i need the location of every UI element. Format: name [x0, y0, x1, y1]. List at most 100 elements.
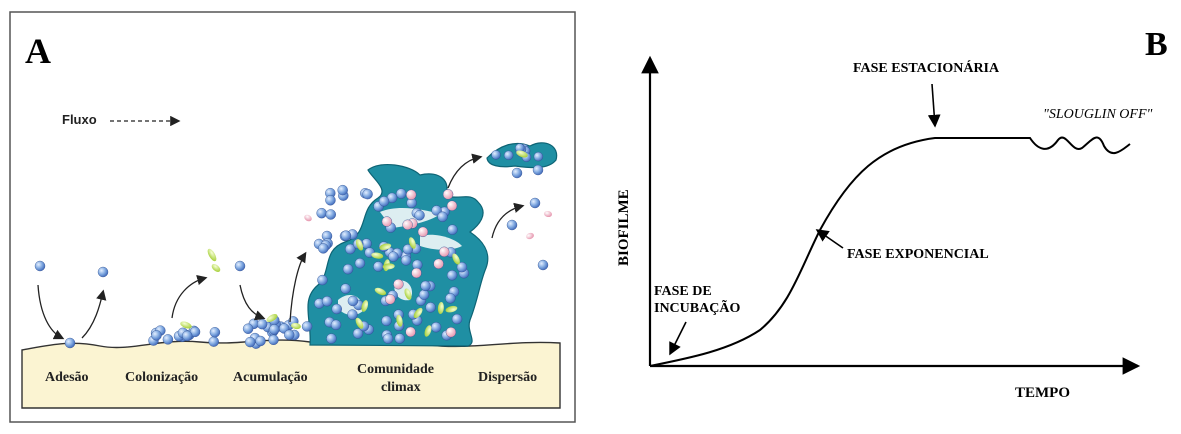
community-cell	[430, 322, 442, 333]
flow-label: Fluxo	[62, 112, 97, 127]
adhered-cell	[64, 337, 76, 349]
bacterium-rod	[207, 248, 217, 262]
community-cell	[382, 333, 394, 344]
community-cell	[321, 296, 333, 307]
community-cell	[373, 261, 384, 272]
adhesion-arrow-up	[81, 289, 107, 339]
community-cell	[317, 274, 328, 286]
community-cell	[354, 258, 366, 269]
adhesion-arrow-down	[37, 284, 65, 340]
colonization-arrow	[171, 274, 208, 319]
community-cell	[345, 243, 356, 255]
bacterial-cells	[34, 143, 552, 349]
community-cell	[400, 255, 412, 266]
bacterium-rod	[408, 237, 416, 249]
community-cell	[446, 270, 458, 281]
bacterium-rod	[437, 302, 444, 315]
bacterium-rod	[413, 307, 423, 319]
community-cell	[411, 267, 422, 279]
community-cell	[417, 226, 429, 238]
community-cell	[437, 211, 448, 222]
exponential-phase-label: FASE EXPONENCIAL	[847, 247, 989, 262]
community-cell	[394, 333, 405, 344]
community-cell	[405, 326, 416, 338]
bacterium-rod	[291, 322, 301, 330]
bacterium-rod	[361, 300, 369, 312]
colony-cell	[162, 334, 174, 345]
bacterium-rod	[379, 243, 392, 250]
substrate-surface	[21, 339, 561, 409]
community-cell	[433, 258, 444, 270]
dispersed-cell	[533, 151, 544, 162]
community-cell	[425, 302, 436, 313]
x-axis-label: TEMPO	[1015, 385, 1070, 401]
incubation-phase-label-line2: INCUBAÇÃO	[654, 298, 740, 316]
dispersal-arrow-1	[447, 153, 483, 189]
free-cell	[506, 219, 518, 231]
dispersed-cell	[491, 150, 501, 160]
community-cell	[418, 289, 430, 300]
accumulation-cell	[269, 324, 280, 335]
dispersed-cell	[503, 150, 514, 161]
community-cell	[420, 280, 431, 292]
panel-a-letter: A	[25, 31, 51, 71]
sloughing-label: "SLOUGLIN OFF"	[1043, 107, 1152, 122]
growth-curve	[649, 136, 1131, 367]
community-cell	[442, 189, 454, 200]
community-cell	[330, 319, 342, 331]
stationary-phase-label: FASE ESTACIONÁRIA	[853, 59, 1000, 76]
bacterium-rod	[526, 232, 534, 240]
bacterium-rod	[371, 252, 384, 259]
colony-cell	[182, 330, 193, 342]
panel-a: A Fluxo Adesão	[9, 11, 576, 423]
colony-cell	[208, 336, 219, 347]
accumulation-cell	[284, 329, 295, 341]
bacterium-rod	[304, 214, 312, 222]
free-cell	[34, 260, 46, 272]
community-cell	[381, 315, 392, 327]
community-cell	[331, 303, 342, 315]
free-cell	[532, 164, 544, 176]
y-axis-label: BIOFILME	[616, 189, 632, 266]
colony-cell	[209, 327, 221, 338]
community-cell	[393, 278, 404, 290]
community-cell	[337, 184, 348, 196]
community-cell	[340, 283, 351, 294]
free-cell	[234, 260, 246, 272]
community-cell	[402, 219, 413, 230]
community-cell	[384, 294, 396, 305]
accumulation-cell	[256, 318, 268, 330]
community-cell	[402, 244, 414, 255]
free-cell	[511, 167, 523, 179]
free-cell	[529, 197, 541, 209]
bacterium-rod	[382, 263, 395, 270]
stage-label-colonization: Colonização	[125, 370, 198, 385]
community-cell	[352, 328, 364, 339]
process-arrows	[37, 153, 525, 340]
community-cell	[388, 251, 399, 262]
stage-label-community: Comunidade	[357, 362, 434, 377]
community-cell	[445, 326, 457, 338]
stage-label-accumulation: Acumulação	[233, 370, 308, 385]
bacterium-rod	[266, 314, 278, 322]
incubation-arrow	[669, 321, 687, 356]
bacterium-rod	[374, 287, 387, 296]
community-cell	[347, 295, 359, 307]
incubation-phase-label-line1: FASE DE	[654, 284, 712, 299]
bacterium-rod	[445, 305, 458, 313]
free-cell	[97, 266, 109, 278]
stage-labels: Adesão Colonização Acumulação Comunidade…	[45, 362, 537, 395]
bacterium-rod	[180, 321, 192, 329]
community-cell	[342, 263, 354, 275]
accumulation-cell	[255, 335, 266, 347]
stationary-arrow	[927, 83, 941, 128]
community-cell	[445, 293, 456, 304]
bacterium-rod	[544, 210, 552, 218]
accumulation-cell	[242, 323, 254, 334]
accumulation-cell	[301, 321, 313, 332]
stage-label-adhesion: Adesão	[45, 370, 89, 385]
community-cell	[325, 209, 336, 220]
community-cell	[347, 309, 358, 320]
